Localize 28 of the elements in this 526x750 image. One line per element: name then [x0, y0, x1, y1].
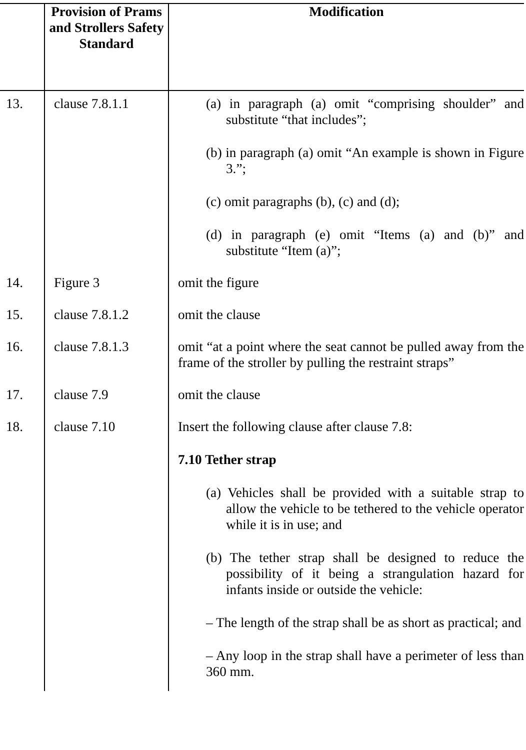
modification-item: (a) in paragraph (a) omit “comprising shoulder” and substitute “that includes”;	[206, 96, 524, 128]
clause-reference: clause 7.9	[54, 387, 110, 403]
row-number: 17.	[6, 387, 24, 403]
clause-reference: clause 7.8.1.2	[54, 307, 130, 323]
modification-item: (a) Vehicles shall be provided with a suitable strap to allow the vehicle to be tethered to the vehicle operator while it is in use; and	[206, 485, 524, 533]
clause-heading: 7.10 Tether strap	[178, 452, 278, 468]
column-header: Provision of Prams and Strollers Safety Standard	[48, 4, 165, 52]
modification-item: (c) omit paragraphs (b), (c) and (d);	[206, 194, 401, 210]
row-number: 16.	[6, 339, 24, 355]
row-number: 13.	[6, 96, 24, 112]
row-number: 15.	[6, 307, 24, 323]
modification-text: omit the clause	[178, 307, 262, 323]
modification-text: omit the figure	[178, 275, 260, 291]
modification-item: (b) The tether strap shall be designed to reduce the possibility of it being a strangulation hazard for infants inside or outside the vehicle:	[206, 550, 524, 598]
modification-item: – Any loop in the strap shall have a perimeter of less than 360 mm.	[206, 648, 524, 680]
modification-item: (d) in paragraph (e) omit “Items (a) and (b)” and substitute “Item (a)”;	[206, 227, 524, 259]
modification-text: Insert the following clause after clause 7.8:	[178, 419, 414, 435]
row-number: 14.	[6, 275, 24, 291]
row-number: 18.	[6, 419, 24, 435]
clause-reference: Figure 3	[54, 275, 101, 291]
clause-reference: clause 7.10	[54, 419, 116, 435]
clause-reference: clause 7.8.1.1	[54, 96, 130, 112]
clause-reference: clause 7.8.1.3	[54, 339, 130, 355]
modification-text: omit “at a point where the seat cannot be pulled away from the frame of the stroller by pulling the restraint straps”	[178, 339, 524, 371]
modification-text: omit the clause	[178, 387, 262, 403]
column-header: Modification	[308, 4, 385, 20]
modification-item: – The length of the strap shall be as short as practical; and	[206, 615, 522, 631]
modification-item: (b) in paragraph (a) omit “An example is shown in Figure 3.”;	[206, 145, 524, 177]
